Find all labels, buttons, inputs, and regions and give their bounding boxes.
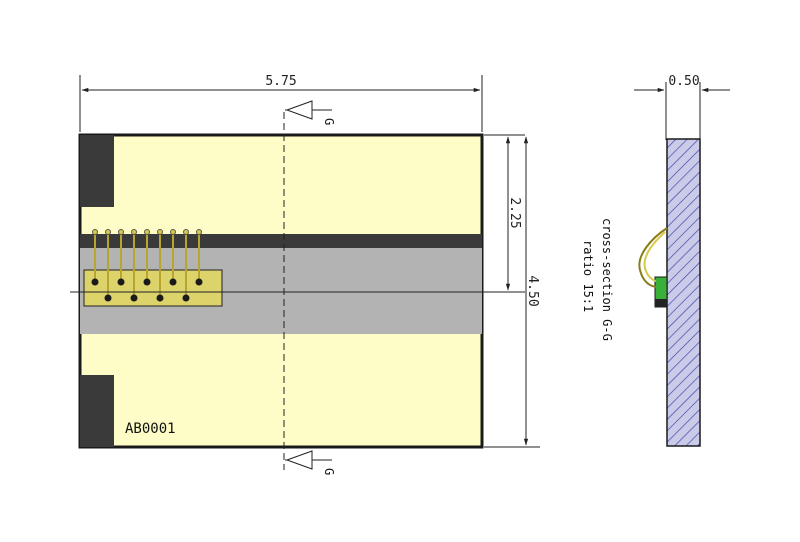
section-marker-top: G: [285, 100, 336, 125]
corner-pad-top: [80, 135, 114, 207]
width-dimension-text: 5.75: [265, 74, 296, 89]
pin-solder-point: [117, 278, 125, 286]
pin-solder-point: [130, 294, 138, 302]
section-marker-bottom: G: [285, 450, 336, 475]
pin-head: [144, 229, 150, 235]
strip-offset-text: 2.25: [507, 197, 522, 228]
pin-head: [157, 229, 163, 235]
part-label: AB0001: [125, 421, 176, 437]
height-dimension-text: 4.50: [525, 275, 540, 306]
pin-solder-point: [169, 278, 177, 286]
pin-solder-point: [195, 278, 203, 286]
pin-solder-point: [156, 294, 164, 302]
pin-head: [105, 229, 111, 235]
pin-solder-point: [182, 294, 190, 302]
cross-section-title: cross-section G-G: [600, 218, 614, 341]
thickness-text: 0.50: [668, 74, 699, 89]
pin-solder-point: [104, 294, 112, 302]
cross-section-view: [638, 138, 701, 447]
cross-section-caption: cross-section G-G ratio 15:1: [581, 218, 614, 341]
thickness-dimension: 0.50: [634, 74, 730, 140]
pin-head: [183, 229, 189, 235]
pin-head: [131, 229, 137, 235]
cross-section-ratio: ratio 15:1: [581, 240, 595, 312]
pin-solder-point: [91, 278, 99, 286]
pin-head: [118, 229, 124, 235]
section-board: [666, 138, 701, 447]
width-dimension: 5.75: [79, 74, 483, 132]
pin-connector: [83, 229, 223, 307]
pin-head: [170, 229, 176, 235]
section-letter-top: G: [322, 118, 336, 125]
centerlines: [70, 112, 500, 470]
height-dimension: 4.50: [484, 136, 540, 448]
strip-offset-dimension: 2.25: [484, 134, 525, 293]
corner-pad-bottom: [80, 375, 114, 447]
pin-head: [196, 229, 202, 235]
pin-solder-point: [143, 278, 151, 286]
dark-bar: [80, 234, 482, 248]
section-wire: [638, 227, 668, 288]
pin-head: [92, 229, 98, 235]
connector-body: [83, 269, 223, 307]
section-letter-bottom: G: [322, 468, 336, 475]
